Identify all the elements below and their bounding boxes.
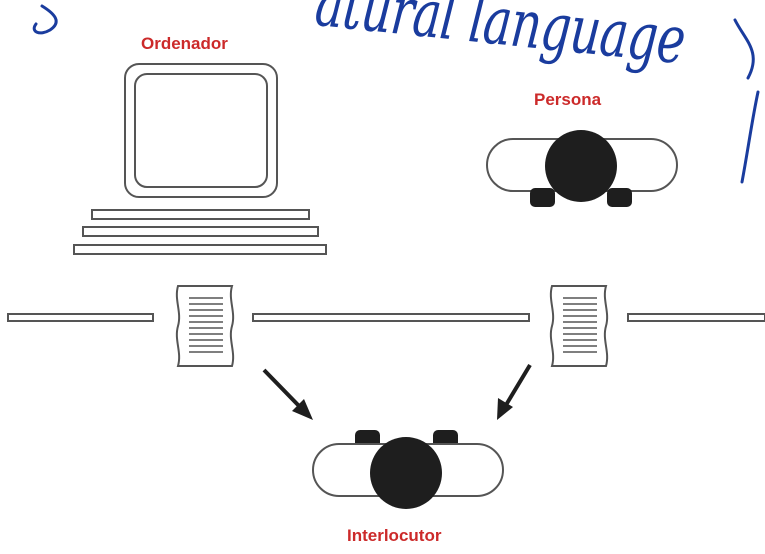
interlocutor-topdown-icon xyxy=(312,430,504,509)
person-topdown-icon xyxy=(486,130,678,207)
person-label: Persona xyxy=(534,90,602,109)
interlocutor-label: Interlocutor xyxy=(347,526,442,545)
handwriting-strokes xyxy=(32,4,760,184)
separator-wall xyxy=(7,313,765,322)
computer-label: Ordenador xyxy=(141,34,228,53)
paper-message-icon xyxy=(175,285,235,367)
computer-terminal-icon xyxy=(73,63,327,255)
arrow-left-to-interlocutor xyxy=(262,368,313,420)
paper-message-icon xyxy=(549,285,609,367)
arrow-right-to-interlocutor xyxy=(497,363,532,420)
